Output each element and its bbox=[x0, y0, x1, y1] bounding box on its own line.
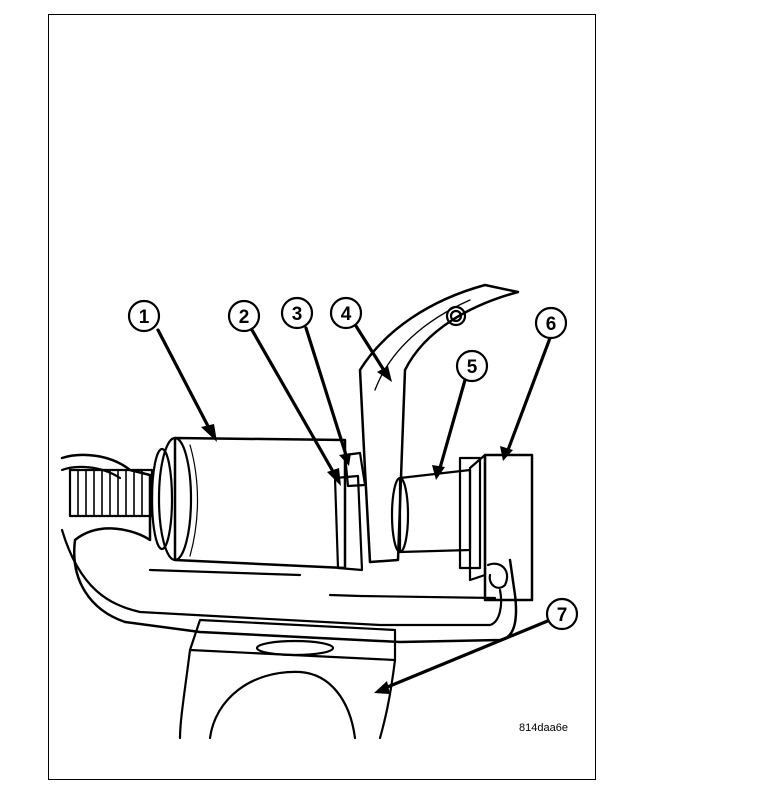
callout-6 bbox=[534, 306, 568, 340]
steering-knuckle bbox=[358, 283, 520, 564]
callout-7 bbox=[545, 597, 579, 631]
callout-2 bbox=[227, 299, 261, 333]
callout-labels: 1 2 3 4 5 6 7 bbox=[139, 304, 568, 626]
callout-label-4: 4 bbox=[341, 304, 352, 325]
driver-adapter bbox=[468, 453, 534, 602]
callout-3 bbox=[280, 296, 314, 330]
arrowheads bbox=[201, 366, 513, 694]
callout-label-1: 1 bbox=[139, 307, 150, 328]
callout-4 bbox=[329, 296, 363, 330]
callout-label-7: 7 bbox=[557, 605, 568, 626]
callout-1 bbox=[127, 299, 161, 333]
press-frame bbox=[60, 453, 518, 644]
vise-holder bbox=[178, 618, 397, 740]
callout-5 bbox=[455, 349, 489, 383]
callout-circles bbox=[127, 296, 579, 631]
receiver-cup bbox=[150, 436, 347, 570]
forcing-screw bbox=[68, 468, 154, 518]
callout-label-2: 2 bbox=[239, 307, 250, 328]
leader-arrows bbox=[156, 324, 552, 690]
figure-code: 814daa6e bbox=[519, 722, 568, 734]
callout-label-6: 6 bbox=[546, 314, 557, 335]
spacer-rings bbox=[333, 451, 367, 572]
callout-label-5: 5 bbox=[467, 357, 478, 378]
callout-label-3: 3 bbox=[292, 304, 303, 325]
